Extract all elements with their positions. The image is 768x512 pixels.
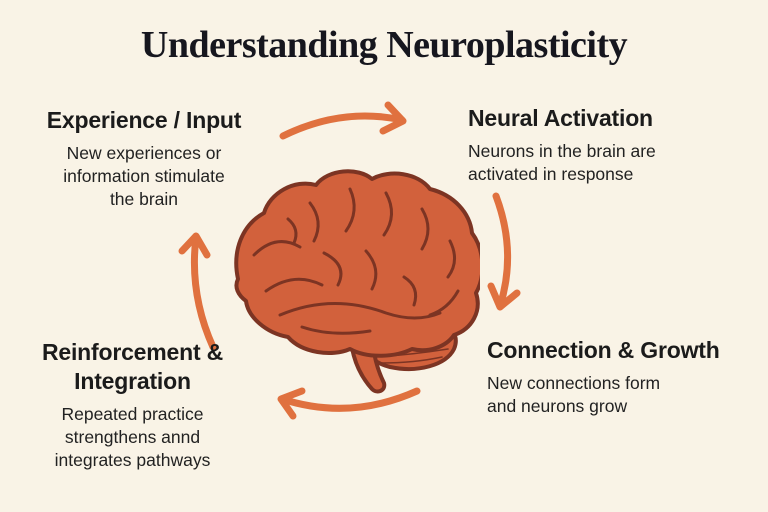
arrow-clockwise-right-icon xyxy=(487,192,521,311)
page-title: Understanding Neuroplasticity xyxy=(140,24,628,66)
stage-reinforcement-integration: Reinforcement & Integration Repeated pra… xyxy=(25,338,240,472)
stage-description-connection-growth: New connections form and neurons grow xyxy=(487,372,661,417)
stage-title-reinforcement-integration: Reinforcement & Integration xyxy=(41,339,224,394)
stage-description-reinforcement-integration: Repeated practice strengthens annd integ… xyxy=(54,403,211,471)
stage-experience-input: Experience / Input New experiences or in… xyxy=(28,106,260,211)
stage-title-neural-activation: Neural Activation xyxy=(468,105,653,131)
stage-description-neural-activation: Neurons in the brain are activated in re… xyxy=(468,140,656,185)
arrow-clockwise-top-icon xyxy=(279,101,407,140)
stage-description-experience-input: New experiences or information stimulate… xyxy=(63,142,225,210)
arrow-clockwise-bottom-icon xyxy=(277,387,421,420)
stage-connection-growth: Connection & Growth New connections form… xyxy=(487,336,763,418)
stage-title-experience-input: Experience / Input xyxy=(46,107,242,133)
stage-neural-activation: Neural Activation Neurons in the brain a… xyxy=(468,104,740,186)
arrow-clockwise-left-icon xyxy=(178,232,217,351)
brain-illustration-icon xyxy=(234,169,480,394)
stage-title-connection-growth: Connection & Growth xyxy=(487,337,720,363)
